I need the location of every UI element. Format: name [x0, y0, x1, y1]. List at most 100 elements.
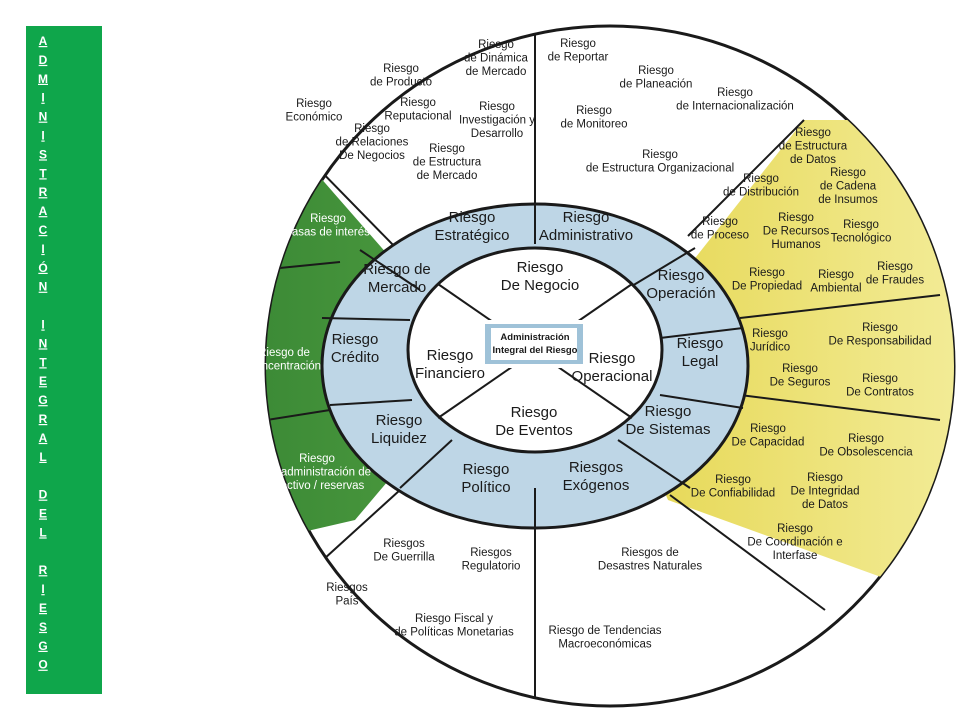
sidebar-letter: I [41, 91, 44, 105]
green-sector [266, 112, 485, 620]
sidebar-letter: L [39, 450, 46, 464]
sidebar-letter: N [39, 280, 48, 294]
outer-label: Riesgo Emisor [143, 422, 218, 434]
sidebar-letter: S [39, 620, 47, 634]
sidebar-letter: I [41, 318, 44, 332]
sidebar-letter: A [39, 34, 48, 48]
sidebar-letter: M [38, 72, 48, 86]
sidebar-letter: A [39, 204, 48, 218]
sidebar-letter: Ó [38, 260, 47, 275]
sidebar-letter: E [39, 601, 47, 615]
sidebar-letter: C [39, 223, 48, 237]
sidebar-letter: E [39, 374, 47, 388]
sidebar-letter: G [38, 393, 47, 407]
sidebar-letter: S [39, 147, 47, 161]
sidebar-letter: R [39, 563, 48, 577]
sidebar-letter: N [39, 110, 48, 124]
sidebar-letter: G [38, 639, 47, 653]
outer-separators [266, 28, 941, 706]
outer-label: Riesgo Mayorista [143, 336, 232, 348]
outer-label: Riesgo Minorista [144, 363, 230, 375]
sidebar-title-bar [26, 26, 102, 694]
sidebar-letter: R [39, 412, 48, 426]
sidebar-letter: E [39, 507, 47, 521]
middle-separators [321, 204, 744, 528]
sidebar-letter: O [38, 658, 47, 672]
yellow-sector [610, 120, 954, 620]
sidebar-letter: L [39, 525, 46, 539]
sidebar-letter: I [41, 242, 44, 256]
sidebar-letter: I [41, 129, 44, 143]
sidebar-letter: I [41, 582, 44, 596]
sidebar-letter: R [39, 185, 48, 199]
sidebar-letter: D [39, 488, 48, 502]
sidebar-letter: D [39, 53, 48, 67]
sidebar-letter: A [39, 431, 48, 445]
sidebar-letter: T [39, 166, 47, 180]
outer-label: Riesgo de Contraparte [141, 389, 257, 401]
outer-label: Riesgo Portafolio [156, 303, 244, 315]
sidebar-letter: T [39, 355, 47, 369]
sidebar-letter: N [39, 336, 48, 350]
